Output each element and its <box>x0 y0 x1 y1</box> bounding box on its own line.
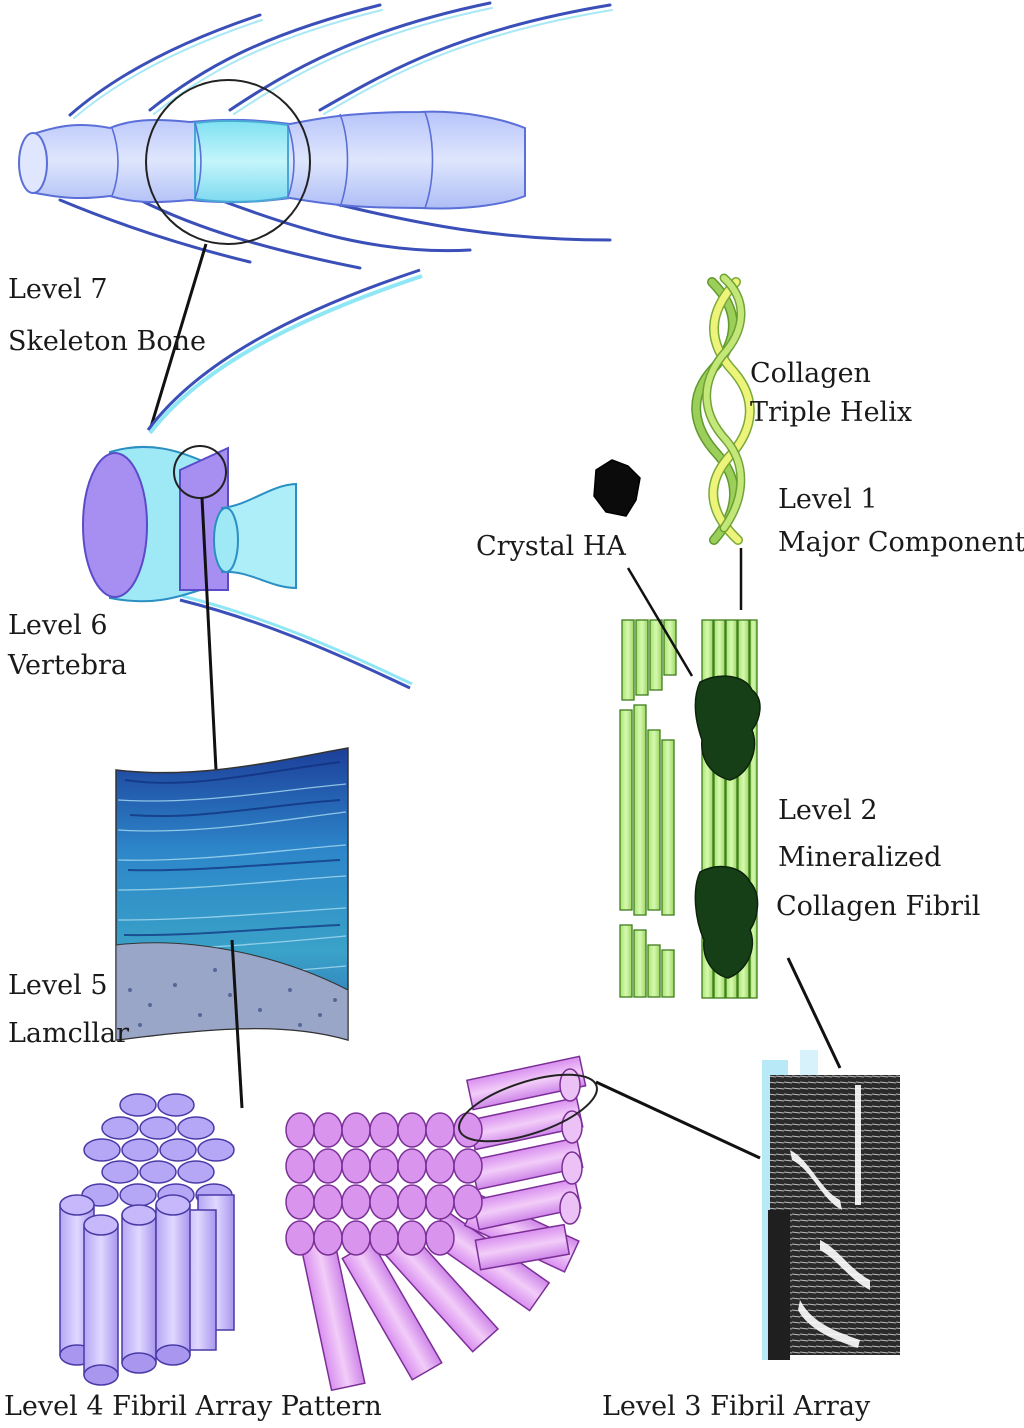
level2-line2: Collagen Fibril <box>776 891 981 922</box>
level4-zoom-ellipse <box>458 1073 598 1143</box>
level5-title: Level 5 <box>8 970 108 1001</box>
level4-caption: Level 4 Fibril Array Pattern <box>4 1391 382 1422</box>
level7-title: Level 7 <box>8 274 108 305</box>
level2-line1: Mineralized <box>778 842 942 873</box>
level6-title: Level 6 <box>8 610 108 641</box>
level3-caption: Level 3 Fibril Array <box>602 1391 871 1422</box>
mineralized-collagen-fibril-illustration <box>619 619 761 999</box>
helix-line2: Triple Helix <box>750 397 913 428</box>
collagen-triple-helix-illustration <box>691 273 755 545</box>
lamellar-illustration <box>115 747 349 1042</box>
fibril-array-illustration <box>762 1050 900 1360</box>
level7-zoom-circle <box>145 79 311 245</box>
vertebra-illustration <box>82 268 423 690</box>
helix-line1: Collagen <box>750 358 871 389</box>
level2-title: Level 2 <box>778 795 878 826</box>
crystal-ha-label: Crystal HA <box>476 531 626 562</box>
fibril-array-pattern-illustration <box>59 1055 598 1392</box>
level1-name: Major Components <box>778 527 1024 558</box>
level7-name: Skeleton Bone <box>8 326 206 357</box>
level6-name: Vertebra <box>8 650 128 681</box>
level5-name: Lamcllar <box>8 1018 130 1049</box>
level1-title: Level 1 <box>778 484 878 515</box>
crystal-ha-illustration <box>593 459 641 517</box>
skeleton-bone-illustration <box>18 1 613 270</box>
